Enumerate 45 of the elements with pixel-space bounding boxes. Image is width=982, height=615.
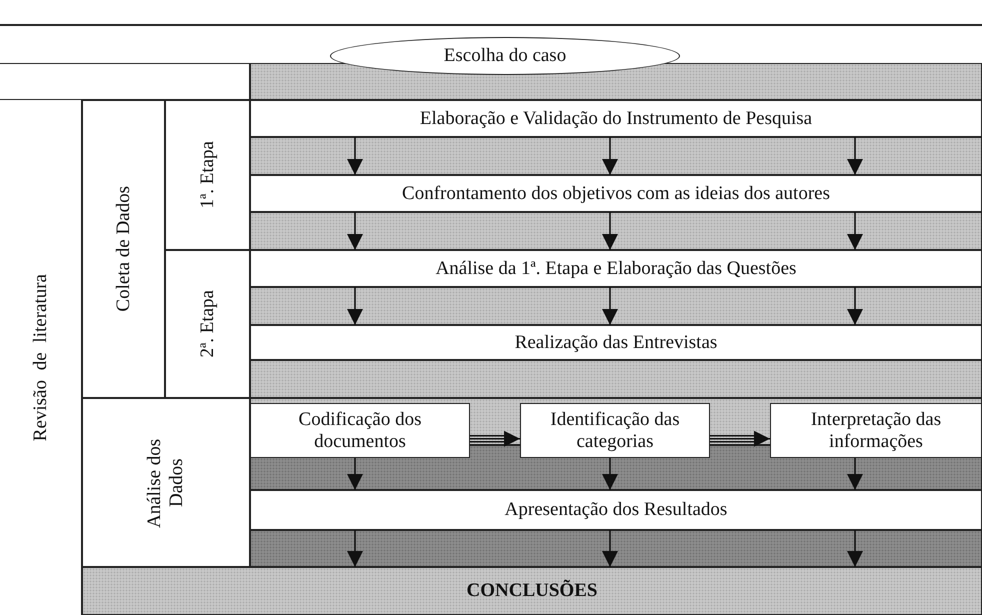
- arrow: [347, 530, 363, 567]
- phase-label: 2ª. Etapa: [196, 290, 218, 358]
- process-band: [250, 325, 982, 360]
- step-label: Identificação das categorias: [549, 408, 681, 452]
- step-label: Interpretação das informações: [810, 408, 942, 452]
- arrow: [602, 530, 618, 567]
- step-label: Análise da 1ª. Etapa e Elaboração das Questões: [436, 258, 796, 280]
- arrow: [847, 137, 863, 175]
- step-label: Confrontamento dos objetivos com as ideias dos autores: [402, 182, 830, 204]
- arrow: [847, 287, 863, 325]
- arrow: [847, 212, 863, 250]
- arrow: [469, 430, 521, 447]
- phase-column: [82, 100, 165, 398]
- arrow: [602, 458, 618, 490]
- arrow: [847, 458, 863, 490]
- process-box: [770, 403, 982, 458]
- arrow: [847, 530, 863, 567]
- step-label: Escolha do caso: [444, 45, 566, 67]
- arrow: [709, 430, 771, 447]
- process-band: [250, 175, 982, 212]
- phase-label: 1ª. Etapa: [196, 141, 218, 209]
- phase-column: [165, 250, 250, 398]
- step-label: Apresentação dos Resultados: [504, 499, 728, 521]
- arrow: [347, 137, 363, 175]
- arrow: [347, 287, 363, 325]
- arrow: [602, 212, 618, 250]
- step-label: Realização das Entrevistas: [514, 332, 718, 354]
- process-band: [250, 490, 982, 530]
- process-band: [250, 250, 982, 287]
- process-band: [250, 100, 982, 137]
- process-box: [250, 403, 470, 458]
- phase-label: Coleta de Dados: [112, 186, 134, 312]
- phase-column: [82, 398, 250, 567]
- step-label: CONCLUSÕES: [466, 580, 598, 602]
- phase-label: Análise dos Dados: [144, 436, 188, 530]
- arrow: [347, 458, 363, 490]
- phase-label: Revisão de literatura: [30, 274, 52, 442]
- arrow: [602, 137, 618, 175]
- conclusion-band: [82, 567, 982, 615]
- step-label: Elaboração e Validação do Instrumento de Pesquisa: [420, 108, 812, 130]
- step-label: Codificação dos documentos: [298, 408, 422, 452]
- phase-column: [165, 100, 250, 250]
- arrow: [602, 287, 618, 325]
- arrow: [347, 212, 363, 250]
- process-box: [520, 403, 710, 458]
